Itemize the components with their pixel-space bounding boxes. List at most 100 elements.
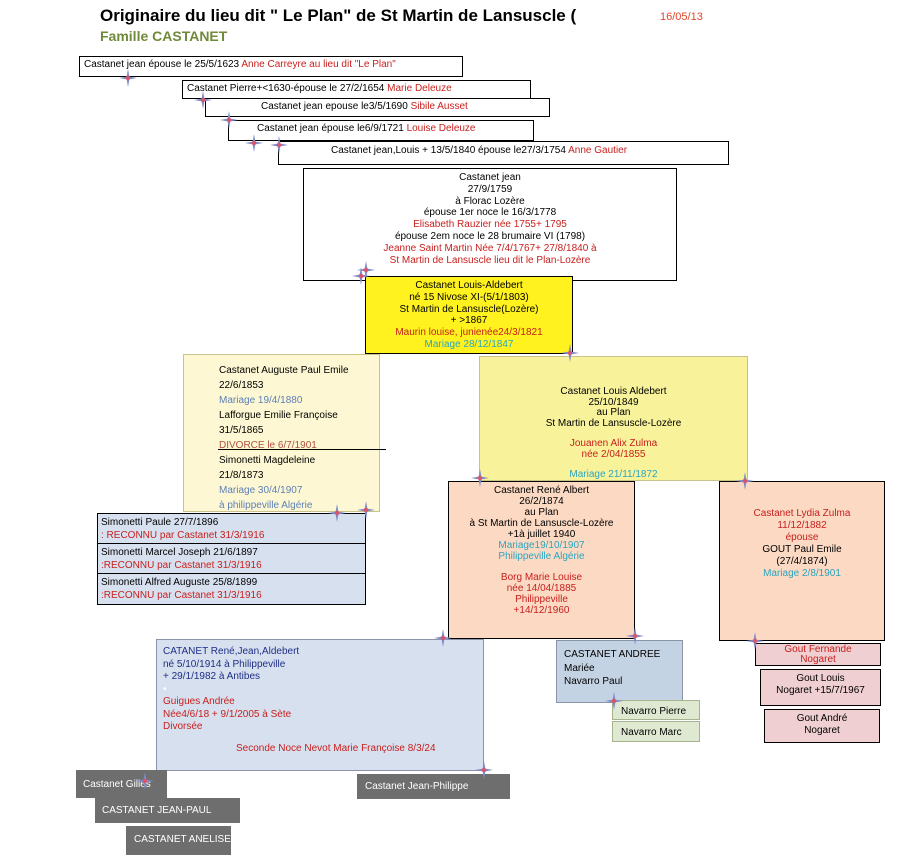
rene1914-death: + 29/1/1982 à Antibes	[163, 671, 261, 682]
gen3-box: Castanet jean epouse le3/5/1690 Sibile A…	[205, 98, 550, 117]
rene1914-box: CATANET René,Jean,Aldebert né 5/10/1914 …	[156, 639, 484, 771]
auguste-marriage1: Mariage 19/4/1880	[219, 395, 303, 406]
rene1874-marriage: Mariage19/10/1907	[498, 540, 585, 551]
simonetti-alfred-note: :RECONNU par Castanet 31/3/1916	[101, 590, 262, 601]
gen4-box: Castanet jean épouse le6/9/1721 Louise D…	[228, 120, 534, 141]
lydia-birth: 11/12/1882	[777, 520, 827, 531]
auguste-spouse1: Lafforgue Emilie Françoise	[219, 410, 338, 421]
rene1914-second-marriage: Seconde Noce Nevot Marie Françoise 8/3/2…	[236, 742, 436, 754]
rene1914-birth: né 5/10/1914 à Philippeville	[163, 658, 286, 670]
lydia-marriage: Mariage 2/8/1901	[763, 568, 841, 579]
gout-louis-2: Nogaret +15/7/1967	[776, 685, 865, 696]
gen6-marriage2: épouse 2em noce le 28 brumaire VI (1798)	[394, 230, 586, 242]
gen7-death: + >1867	[450, 315, 488, 327]
jeanphilippe-box: Castanet Jean-Philippe	[357, 774, 510, 799]
simonetti-alfred: Simonetti Alfred Auguste 25/8/1899	[101, 577, 258, 588]
louis1849-place2: St Martin de Lansuscle-Lozère	[545, 417, 682, 429]
gen3-text: Castanet jean epouse le3/5/1690	[261, 101, 411, 112]
louis1849-name: Castanet Louis Aldebert	[560, 386, 667, 397]
gen3-spouse: Sibile Ausset	[410, 101, 468, 112]
gen7-marriage: Mariage 28/12/1847	[424, 338, 514, 350]
lydia-spouse-birth: (27/4/1874)	[776, 556, 828, 567]
navarro-pierre: Navarro Pierre	[621, 706, 687, 717]
rene1914-name: CATANET René,Jean,Aldebert	[163, 646, 300, 657]
gout-fernande: Gout Fernande	[784, 644, 852, 655]
andree-box: CASTANET ANDREE Mariée Navarro Paul	[556, 640, 683, 703]
gen1-spouse: Anne Carreyre au lieu dit "Le Plan"	[241, 59, 396, 70]
gen7-name: Castanet Louis-Aldebert	[415, 280, 523, 291]
gen2-box: Castanet Pierre+<1630-épouse le 27/2/165…	[182, 80, 531, 99]
header-date: 16/05/13	[660, 11, 703, 23]
gilles-box: Castanet Gilles	[76, 770, 167, 798]
gen1-box: Castanet jean épouse le 25/5/1623 Anne C…	[79, 56, 463, 77]
navarro-marc-box: Navarro Marc	[612, 721, 700, 742]
anelise-box: CASTANET ANELISE	[126, 826, 231, 855]
auguste-box: Castanet Auguste Paul Emile 22/6/1853 Ma…	[183, 354, 380, 512]
rene1874-spouse-place: Philippeville	[515, 594, 568, 605]
auguste-marriage2: Mariage 30/4/1907	[219, 485, 303, 496]
auguste-name: Castanet Auguste Paul Emile	[219, 365, 349, 376]
louis1849-spouse: Jouanen Alix Zulma	[569, 438, 658, 449]
gout-fernande-box: Gout Fernande Nogaret	[755, 643, 881, 666]
gen5-spouse: Anne Gautier	[568, 145, 628, 156]
gen7-place: St Martin de Lansuscle(Lozère)	[399, 303, 539, 315]
lydia-spouse: GOUT Paul Emile	[762, 544, 842, 555]
gen7-birth: né 15 Nivose XI-(5/1/1803)	[409, 291, 529, 303]
gen6-spouse2: Jeanne Saint Martin Née 7/4/1767+ 27/8/1…	[383, 242, 597, 254]
family-subtitle: Famille CASTANET	[100, 28, 228, 44]
jeanphilippe-name: Castanet Jean-Philippe	[365, 781, 469, 792]
simonetti-marcel-note: :RECONNU par Castanet 31/3/1916	[101, 560, 262, 571]
gen6-spouse1: Elisabeth Rauzier née 1755+ 1795	[413, 219, 567, 231]
rene1874-birth: 26/2/1874	[519, 496, 564, 507]
rene1914-bullet: •	[163, 683, 167, 695]
auguste-marriage2-place: à philippeville Algérie	[219, 500, 313, 511]
gout-fernande-2: Nogaret	[800, 654, 836, 665]
rene1874-place: au Plan	[524, 507, 559, 518]
anelise-name: CASTANET ANELISE	[134, 834, 231, 845]
auguste-birth: 22/6/1853	[219, 380, 264, 391]
gout-louis: Gout Louis	[796, 673, 845, 684]
simonetti-paule: Simonetti Paule 27/7/1896	[101, 517, 219, 528]
gen4-text: Castanet jean épouse le6/9/1721	[257, 123, 407, 134]
gen4-spouse: Louise Deleuze	[406, 123, 476, 134]
rene1914-divorce: Divorsée	[163, 721, 203, 732]
rene1874-name: Castanet René Albert	[493, 485, 590, 496]
gen2-text: Castanet Pierre+<1630-épouse le 27/2/165…	[187, 83, 388, 94]
gen7-box: Castanet Louis-Aldebert né 15 Nivose XI-…	[365, 276, 573, 354]
gen1-text: Castanet jean épouse le 25/5/1623	[84, 59, 242, 70]
simonetti-row-3: Simonetti Alfred Auguste 25/8/1899 :RECO…	[98, 574, 365, 604]
gen6-birth: 27/9/1759	[467, 183, 513, 195]
louis1849-spouse-birth: née 2/04/1855	[581, 448, 646, 460]
andree-spouse: Navarro Paul	[564, 676, 623, 687]
simonetti-row-2: Simonetti Marcel Joseph 21/6/1897 :RECON…	[98, 544, 365, 574]
andree-married: Mariée	[564, 662, 595, 674]
jeanpaul-name: CASTANET JEAN-PAUL	[102, 805, 212, 816]
louis1849-birth: 25/10/1849	[588, 396, 639, 408]
gen6-marriage1: épouse 1er noce le 16/3/1778	[423, 207, 557, 219]
lydia-box: Castanet Lydia Zulma 11/12/1882 épouse G…	[719, 481, 885, 641]
rene1914-spouse: Guigues Andrée	[163, 696, 235, 707]
rene1874-box: Castanet René Albert 26/2/1874 au Plan à…	[448, 481, 635, 639]
lydia-epouse: épouse	[785, 532, 819, 543]
louis1849-box: Castanet Louis Aldebert 25/10/1849 au Pl…	[479, 356, 748, 481]
gen6-place: à Florac Lozère	[455, 195, 525, 207]
gout-andre-2: Nogaret	[804, 725, 840, 736]
simonetti-box: Simonetti Paule 27/7/1896 : RECONNU par …	[97, 513, 366, 605]
louis1849-place: au Plan	[596, 407, 631, 418]
rene1874-spouse-birth: née 14/04/1885	[506, 583, 577, 594]
gout-andre-box: Gout André Nogaret	[764, 709, 880, 743]
simonetti-paule-note: : RECONNU par Castanet 31/3/1916	[101, 530, 265, 541]
louis1849-marriage: Mariage 21/11/1872	[569, 469, 658, 480]
gen5-box: Castanet jean,Louis + 13/5/1840 épouse l…	[278, 141, 729, 165]
gout-louis-box: Gout Louis Nogaret +15/7/1967	[760, 669, 881, 706]
gout-andre: Gout André	[796, 713, 848, 724]
navarro-pierre-box: Navarro Pierre	[612, 700, 700, 720]
gen6-name: Castanet jean	[459, 172, 521, 183]
jeanpaul-box: CASTANET JEAN-PAUL	[95, 798, 240, 823]
divorce-separator	[218, 449, 386, 450]
gen6-spouse2-place: St Martin de Lansuscle lieu dit le Plan-…	[389, 254, 591, 266]
page-title: Originaire du lieu dit " Le Plan" de St …	[100, 6, 577, 25]
auguste-spouse2: Simonetti Magdeleine	[219, 455, 316, 466]
auguste-divorce: DIVORCE le 6/7/1901	[219, 440, 317, 451]
gilles-name: Castanet Gilles	[83, 779, 151, 790]
